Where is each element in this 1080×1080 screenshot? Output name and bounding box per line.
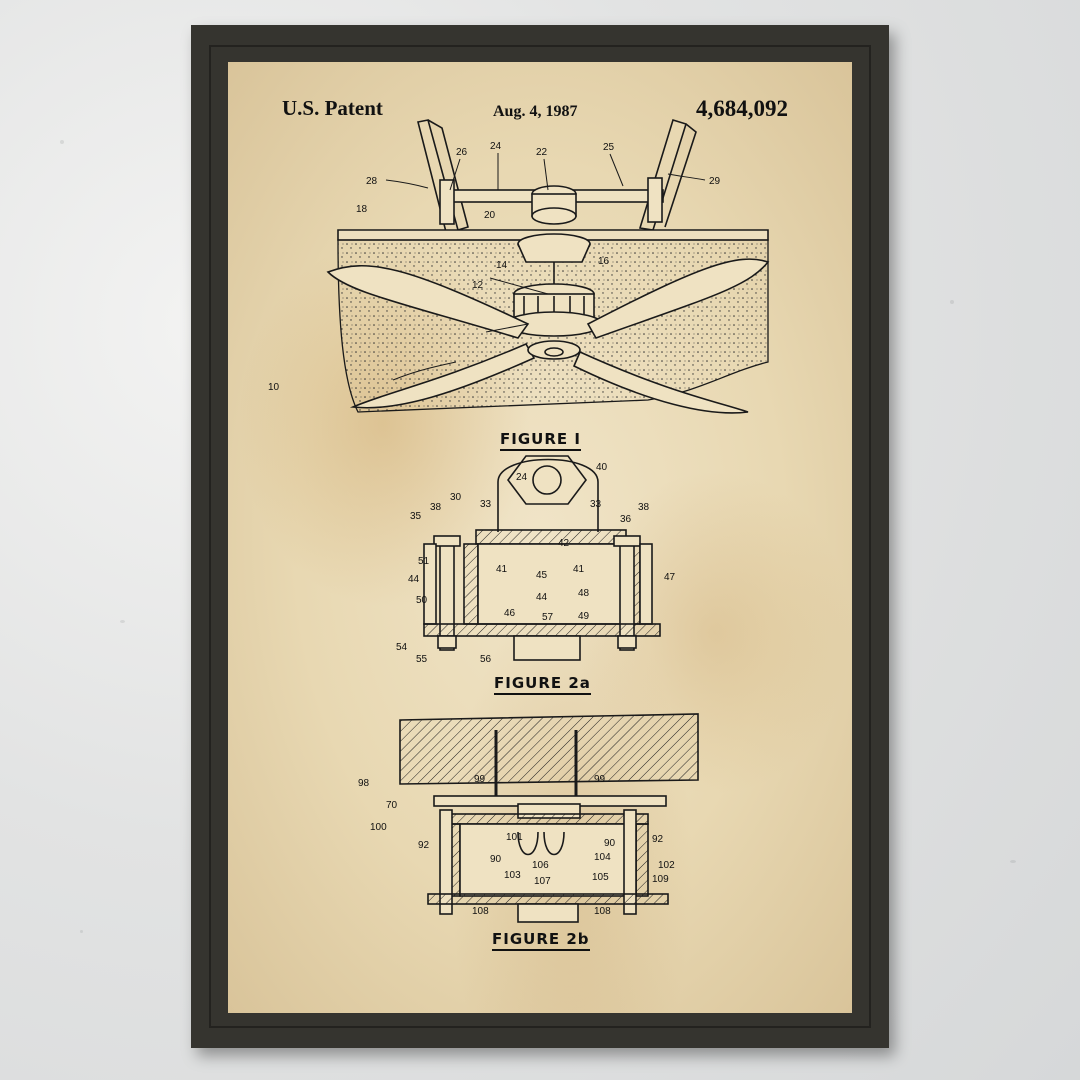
ref-33: 33 [590, 499, 602, 510]
patent-print: U.S. Patent Aug. 4, 1987 4,684,092 [228, 62, 852, 1013]
ref-29: 29 [709, 176, 721, 187]
ref-48: 48 [578, 588, 590, 599]
figure-1-reference-numerals: 28 26 24 22 25 29 18 20 14 16 12 10 [268, 141, 721, 393]
ref-30: 30 [450, 492, 462, 503]
ref-33: 33 [480, 499, 492, 510]
patent-drawing: 28 26 24 22 25 29 18 20 14 16 12 10 [268, 118, 770, 923]
ref-92: 92 [418, 840, 430, 851]
ref-105: 105 [592, 872, 609, 883]
ref-16: 16 [598, 256, 610, 267]
wall-speck [120, 620, 125, 623]
ref-40: 40 [596, 462, 608, 473]
ref-107: 107 [534, 876, 551, 887]
ref-90: 90 [604, 838, 616, 849]
figure-1-drawing [326, 118, 770, 414]
ref-92: 92 [652, 834, 664, 845]
ref-50: 50 [416, 595, 428, 606]
ref-41: 41 [496, 564, 508, 575]
ref-99: 99 [474, 774, 486, 785]
ref-25: 25 [603, 142, 615, 153]
ref-51: 51 [418, 556, 430, 567]
ref-106: 106 [532, 860, 549, 871]
ref-108: 108 [594, 906, 611, 917]
ref-20: 20 [484, 210, 496, 221]
figure-1-label: FIGURE I [500, 430, 581, 451]
figure-1-leaders [385, 153, 706, 381]
ref-28: 28 [366, 176, 378, 187]
ref-56: 56 [480, 654, 492, 665]
patent-office: U.S. Patent [282, 96, 383, 120]
ref-104: 104 [594, 852, 611, 863]
ref-38: 38 [430, 502, 442, 513]
figure-2a-reference-numerals: 24 40 38 30 33 33 36 38 35 42 51 41 45 4… [396, 462, 676, 665]
ref-70: 70 [386, 800, 398, 811]
ref-46: 46 [504, 608, 516, 619]
wall-speck [1010, 860, 1016, 863]
patent-date: Aug. 4, 1987 [493, 103, 578, 120]
ref-10: 10 [268, 382, 280, 393]
ref-57: 57 [542, 612, 554, 623]
ref-100: 100 [370, 822, 387, 833]
wall-speck [80, 930, 83, 933]
ref-108: 108 [472, 906, 489, 917]
ref-35: 35 [410, 511, 422, 522]
patent-number: 4,684,092 [696, 96, 788, 121]
figure-2b-reference-numerals: 98 99 99 70 100 101 90 92 92 90 106 104 … [358, 774, 675, 917]
ref-36: 36 [620, 514, 632, 525]
ref-26: 26 [456, 147, 468, 158]
ref-90: 90 [490, 854, 502, 865]
figure-2b-drawing [399, 713, 699, 923]
figure-2a-drawing [423, 455, 661, 661]
ref-45: 45 [536, 570, 548, 581]
ref-38: 38 [638, 502, 650, 513]
figure-2a-label: FIGURE 2a [494, 674, 591, 695]
ref-98: 98 [358, 778, 370, 789]
ref-41: 41 [573, 564, 585, 575]
ref-24: 24 [490, 141, 502, 152]
ref-102: 102 [658, 860, 675, 871]
ref-49: 49 [578, 611, 590, 622]
ref-55: 55 [416, 654, 428, 665]
ref-47: 47 [664, 572, 676, 583]
ref-18: 18 [356, 204, 368, 215]
wall-speck [950, 300, 954, 304]
ref-12: 12 [472, 280, 484, 291]
ref-14: 14 [496, 260, 508, 271]
figure-2b-label: FIGURE 2b [492, 930, 590, 951]
ref-22: 22 [536, 147, 548, 158]
ref-99: 99 [594, 774, 606, 785]
ref-54: 54 [396, 642, 408, 653]
ref-109: 109 [652, 874, 669, 885]
ref-44: 44 [536, 592, 548, 603]
ref-42: 42 [558, 538, 570, 549]
wall-speck [60, 140, 64, 144]
ref-103: 103 [504, 870, 521, 881]
ref-24: 24 [516, 472, 528, 483]
ref-44: 44 [408, 574, 420, 585]
ref-101: 101 [506, 832, 523, 843]
